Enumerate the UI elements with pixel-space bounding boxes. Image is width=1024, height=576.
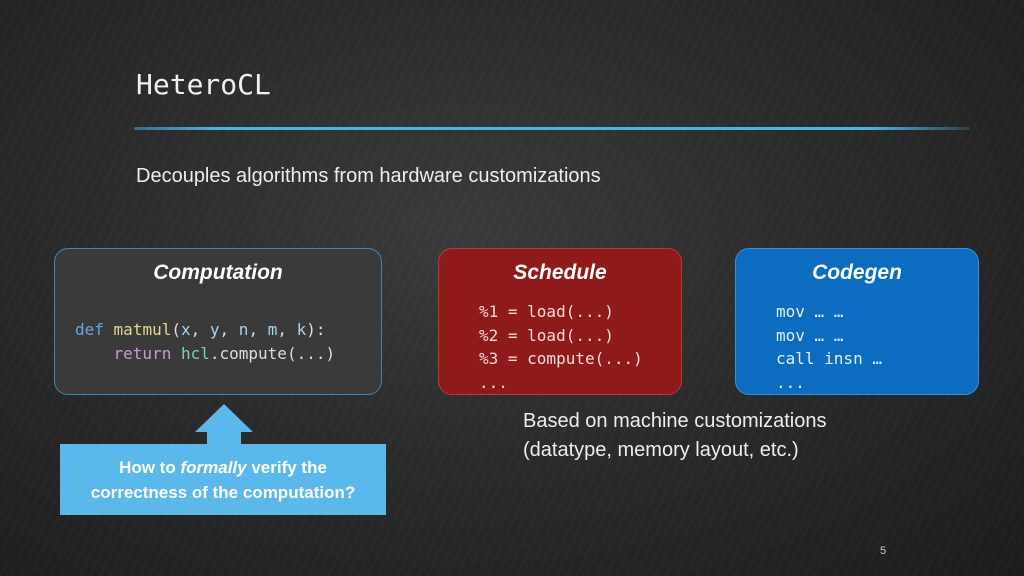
title-underline xyxy=(134,127,970,130)
codegen-line: mov … … xyxy=(776,302,844,321)
up-arrow-stem xyxy=(207,431,241,445)
arg-m: m xyxy=(267,320,278,339)
schedule-heading: Schedule xyxy=(513,261,607,284)
function-name: matmul xyxy=(113,320,172,339)
code-line-2: return hcl.compute(...) xyxy=(75,343,336,363)
paren-close: ): xyxy=(306,320,326,339)
codegen-line: mov … … xyxy=(776,325,844,345)
keyword-def: def xyxy=(75,320,104,339)
callout-line-2: correctness of the computation? xyxy=(90,483,356,502)
schedule-line: ... xyxy=(479,372,508,392)
slide-title: HeteroCL xyxy=(136,68,271,101)
schedule-box: Schedule %1 = load(...) %2 = load(...) %… xyxy=(438,248,682,395)
codegen-box: Codegen mov … … mov … … call insn … ... xyxy=(735,248,979,395)
paren-open: ( xyxy=(171,320,181,339)
computation-heading: Computation xyxy=(153,261,283,284)
comma-3: , xyxy=(248,320,268,339)
schedule-line: %1 = load(...) xyxy=(479,302,614,321)
note-line-1: Based on machine customizations xyxy=(523,410,827,432)
codegen-heading: Codegen xyxy=(812,261,902,284)
computation-code: def matmul(x, y, n, m, k): return hcl.co… xyxy=(75,318,335,365)
computation-box: Computation def matmul(x, y, n, m, k): r… xyxy=(54,248,382,395)
comma-2: , xyxy=(219,320,239,339)
arg-y: y xyxy=(209,320,220,339)
schedule-note: Based on machine customizations (datatyp… xyxy=(523,407,827,465)
compute-call: .compute(...) xyxy=(209,343,336,363)
schedule-line: %3 = compute(...) xyxy=(479,349,643,368)
verification-callout: How to formally verify the correctness o… xyxy=(60,444,386,515)
callout-post: verify the xyxy=(246,458,327,477)
codegen-code: mov … … mov … … call insn … ... xyxy=(776,300,882,394)
module-hcl: hcl xyxy=(180,343,210,363)
code-line-1: def matmul(x, y, n, m, k): xyxy=(75,320,326,339)
slide-subtitle: Decouples algorithms from hardware custo… xyxy=(136,165,601,187)
codegen-line: call insn … xyxy=(776,349,882,368)
up-arrow-icon xyxy=(195,404,253,432)
callout-pre: How to xyxy=(119,458,181,477)
arg-k: k xyxy=(296,320,307,339)
codegen-line: ... xyxy=(776,372,805,392)
callout-line-1: How to formally verify the xyxy=(60,455,386,480)
note-line-2: (datatype, memory layout, etc.) xyxy=(523,439,799,461)
callout-emphasis: formally xyxy=(180,458,247,477)
schedule-line: %2 = load(...) xyxy=(479,325,614,345)
space xyxy=(171,344,181,363)
keyword-return: return xyxy=(113,343,172,363)
comma-1: , xyxy=(190,320,210,339)
arg-x: x xyxy=(180,320,191,339)
comma-4: , xyxy=(277,320,297,339)
schedule-code: %1 = load(...) %2 = load(...) %3 = compu… xyxy=(479,300,643,394)
indent xyxy=(75,344,114,363)
arg-n: n xyxy=(238,320,249,339)
page-number: 5 xyxy=(880,545,887,557)
